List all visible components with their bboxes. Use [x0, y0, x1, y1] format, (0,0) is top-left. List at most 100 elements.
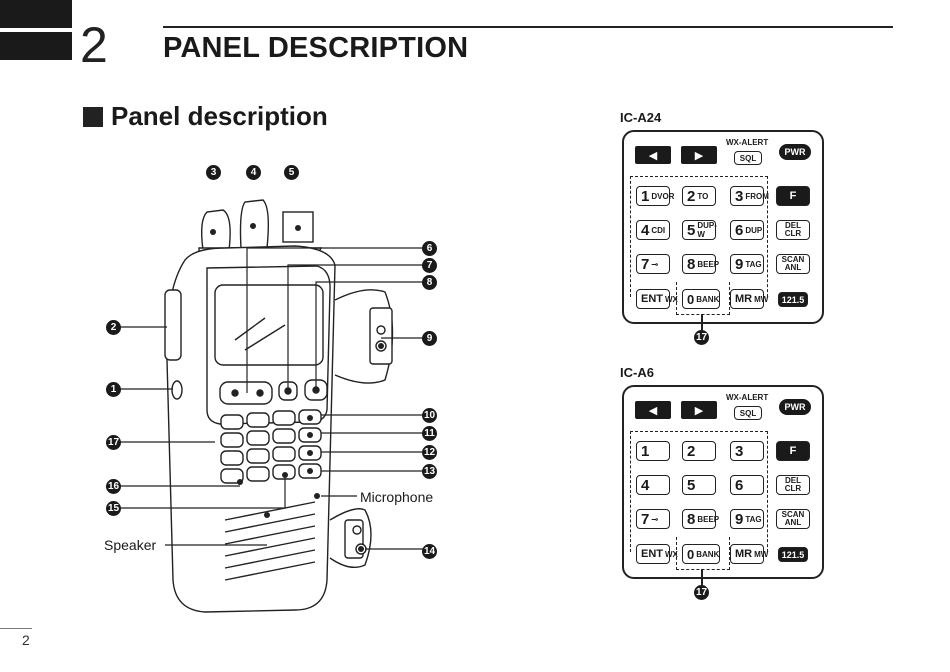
callout-5: 5 [284, 165, 299, 180]
right-arrow-key[interactable]: ▶ [681, 146, 717, 164]
key-7[interactable]: 7⊸ [636, 254, 670, 274]
radio-illustration [117, 199, 425, 613]
f-key[interactable]: F [776, 441, 810, 461]
sql-key[interactable]: SQL [734, 151, 762, 165]
wx-alert-label: WX-ALERT [726, 138, 769, 147]
key-main: 4 [641, 476, 650, 494]
key-main: 8 [687, 510, 696, 528]
header-rule [163, 26, 893, 28]
callout-11: 11 [422, 426, 437, 441]
key-sub: WX [665, 294, 678, 304]
wx-alert-label: WX-ALERT [726, 393, 769, 402]
key-main: 7 [641, 255, 650, 273]
key-main: 5 [687, 221, 696, 239]
key-main: ENT [641, 548, 663, 560]
numeric-keypad-group [630, 431, 768, 552]
callout-17: 17 [106, 435, 121, 450]
callout-leader [701, 314, 703, 330]
key-main: 6 [735, 221, 744, 239]
pwr-key[interactable]: PWR [779, 399, 811, 415]
key-sub: FROM [745, 191, 769, 201]
zero-key-group [676, 537, 730, 570]
chapter-number: 2 [80, 17, 108, 73]
pwr-key[interactable]: PWR [779, 144, 811, 160]
section-bullet-icon [83, 106, 103, 127]
key-main: 1 [641, 187, 650, 205]
clr-label: CLR [784, 229, 802, 238]
chapter-tab-lower [0, 32, 72, 60]
callout-8: 8 [422, 275, 437, 290]
key-sub: TAG [745, 259, 762, 269]
page-number: 2 [22, 632, 30, 648]
key-3[interactable]: 3 [730, 441, 764, 461]
model-label: IC-A6 [620, 365, 654, 380]
emergency-121-5-key[interactable]: 121.5 [778, 547, 808, 562]
radio-display [214, 284, 324, 366]
key-sub: WX [665, 549, 678, 559]
key-sub: BEEP [697, 259, 720, 269]
callout-9: 9 [422, 331, 437, 346]
sql-key[interactable]: SQL [734, 406, 762, 420]
left-arrow-key[interactable]: ◀ [635, 146, 671, 164]
key-main: 8 [687, 255, 696, 273]
emergency-121-5-key[interactable]: 121.5 [778, 292, 808, 307]
key-sub: BANK [696, 294, 720, 304]
left-arrow-key[interactable]: ◀ [635, 401, 671, 419]
key-main: 7 [641, 510, 650, 528]
anl-label: ANL [784, 518, 802, 527]
callout-7: 7 [422, 258, 437, 273]
key-5[interactable]: 5 [682, 475, 716, 495]
key-sub: BEEP [697, 514, 720, 524]
callout-6: 6 [422, 241, 437, 256]
key-main: 9 [735, 255, 744, 273]
key-2[interactable]: 2 [682, 441, 716, 461]
callout-3: 3 [206, 165, 221, 180]
key-main: 1 [641, 442, 650, 460]
f-key[interactable]: F [776, 186, 810, 206]
model-label: IC-A24 [620, 110, 662, 125]
key-7[interactable]: 7⊸ [636, 509, 670, 529]
zero-key-group [676, 282, 730, 315]
right-arrow-key[interactable]: ▶ [681, 401, 717, 419]
key-main: 0 [687, 291, 695, 307]
ptt-switch [164, 289, 182, 361]
key-6[interactable]: 6 [730, 475, 764, 495]
callout-12: 12 [422, 445, 437, 460]
section-title: Panel description [111, 101, 328, 131]
key-sub: MW [754, 294, 769, 304]
key-main: 3 [735, 442, 744, 460]
callout-1: 1 [106, 382, 121, 397]
key-1[interactable]: 1 [636, 441, 670, 461]
right-arrow-icon: ▶ [694, 149, 704, 162]
key-main: 6 [735, 476, 744, 494]
key-sub: CDI [651, 225, 666, 235]
del-label: DEL [785, 221, 801, 230]
key-4[interactable]: 4 [636, 475, 670, 495]
key-main: 2 [687, 187, 696, 205]
key-sub: DUP [745, 225, 763, 235]
clr-label: CLR [784, 484, 802, 493]
key-sub: DUP-W [697, 221, 717, 239]
callout-leader [701, 569, 703, 585]
